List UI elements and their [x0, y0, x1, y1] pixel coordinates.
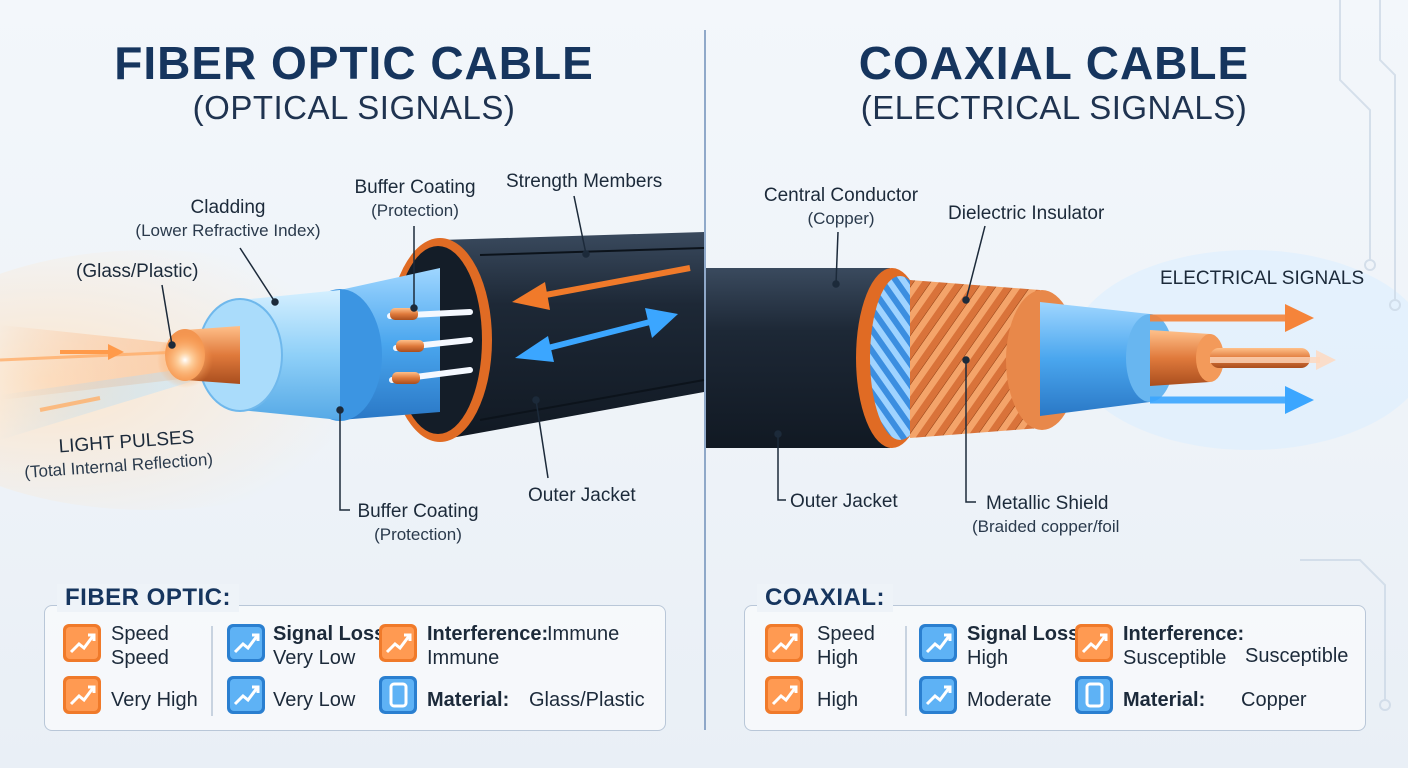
coax-leader-lines	[774, 225, 986, 503]
coax-speed-value: High	[817, 689, 859, 711]
coax-shield-note: (Braided copper/foil	[972, 517, 1120, 536]
fiber-core-label: (Glass/Plastic)	[76, 261, 199, 282]
coax-title-block: COAXIAL CABLE (ELECTRICAL SIGNALS)	[744, 38, 1364, 128]
coax-interference-sub: Susceptible	[1123, 647, 1227, 669]
signal-loss-chart-icon	[227, 676, 265, 714]
coax-conductor-note: (Copper)	[807, 209, 875, 228]
fiber-loss-label: Signal Loss	[273, 623, 386, 645]
coax-title: COAXIAL CABLE	[858, 37, 1250, 89]
coax-conductor-name: Central Conductor	[763, 185, 919, 206]
fiber-buffer-top-label: Buffer Coating (Protection)	[340, 176, 490, 222]
coax-cable-illustration	[706, 268, 1336, 448]
fiber-buffer-top-name: Buffer Coating	[354, 177, 476, 198]
coax-conductor-label: Central Conductor (Copper)	[756, 184, 926, 230]
speed-chart-icon	[765, 624, 803, 662]
speed-chart-icon	[63, 676, 101, 714]
fiber-jacket-label: Outer Jacket	[528, 485, 636, 506]
fiber-title-block: FIBER OPTIC CABLE (OPTICAL SIGNALS)	[44, 38, 664, 128]
signal-loss-chart-icon	[919, 624, 957, 662]
fiber-cladding-name: Cladding	[190, 197, 266, 218]
fiber-buffer-top-note: (Protection)	[371, 201, 459, 220]
fiber-material-value: Glass/Plastic	[529, 689, 645, 711]
fiber-cladding-label: Cladding (Lower Refractive Index)	[128, 196, 328, 242]
signal-loss-chart-icon	[227, 624, 265, 662]
fiber-title: FIBER OPTIC CABLE	[114, 37, 594, 89]
coax-shield-name: Metallic Shield	[986, 493, 1109, 514]
fiber-strength-label: Strength Members	[506, 171, 663, 192]
speed-chart-icon	[63, 624, 101, 662]
fiber-cladding-note: (Lower Refractive Index)	[135, 221, 321, 240]
coax-speed-label: Speed	[817, 623, 875, 645]
coax-loss-sub: High	[967, 647, 1009, 669]
signal-loss-chart-icon	[919, 676, 957, 714]
fiber-buffer-bottom-name: Buffer Coating	[357, 501, 479, 522]
coax-signals-label: ELECTRICAL SIGNALS	[1160, 268, 1365, 289]
fiber-speed-label: Speed	[111, 623, 169, 645]
coax-panel-title: COAXIAL:	[757, 584, 893, 612]
fiber-interference-inline: Immune	[547, 623, 620, 645]
coax-material-label: Material:	[1123, 689, 1206, 711]
fiber-comparison-panel: FIBER OPTIC: Speed Speed Very High Signa…	[44, 584, 666, 731]
fiber-speed-sub: Speed	[111, 647, 169, 669]
coax-subtitle: (ELECTRICAL SIGNALS)	[860, 89, 1248, 126]
fiber-loss-sub: Very Low	[273, 647, 356, 669]
fiber-cable-illustration	[0, 232, 705, 442]
material-tablet-icon	[1075, 676, 1113, 714]
fiber-subtitle: (OPTICAL SIGNALS)	[192, 89, 516, 126]
fiber-speed-value: Very High	[111, 689, 198, 711]
coax-interference-side: Susceptible	[1245, 645, 1349, 667]
fiber-buffer-bottom-note: (Protection)	[374, 525, 462, 544]
material-tablet-icon	[379, 676, 417, 714]
fiber-panel-title: FIBER OPTIC:	[57, 584, 239, 612]
fiber-interference-sub: Immune	[427, 647, 500, 669]
coax-loss-label: Signal Loss	[967, 623, 1080, 645]
speed-chart-icon	[765, 676, 803, 714]
fiber-loss-value: Very Low	[273, 689, 356, 711]
coax-speed-sub: High	[817, 647, 859, 669]
fiber-interference-label: Interference:	[427, 623, 549, 645]
coax-shield-label: Metallic Shield (Braided copper/foil	[972, 492, 1119, 538]
fiber-material-label: Material:	[427, 689, 510, 711]
coax-jacket-label: Outer Jacket	[790, 491, 898, 512]
fiber-buffer-bottom-label: Buffer Coating (Protection)	[344, 500, 492, 546]
fiber-panel-separator	[211, 626, 213, 716]
coax-dielectric-label: Dielectric Insulator	[948, 203, 1105, 224]
center-divider	[704, 30, 706, 730]
coax-loss-value: Moderate	[967, 689, 1052, 711]
fiber-leader-lines	[161, 195, 590, 511]
coax-interference-label: Interference:	[1123, 623, 1245, 645]
interference-chart-icon	[1075, 624, 1113, 662]
interference-chart-icon	[379, 624, 417, 662]
coax-comparison-panel: COAXIAL: Speed High High Signal Loss Hig…	[744, 584, 1366, 731]
coax-material-value: Copper	[1241, 689, 1307, 711]
coax-panel-separator	[905, 626, 907, 716]
